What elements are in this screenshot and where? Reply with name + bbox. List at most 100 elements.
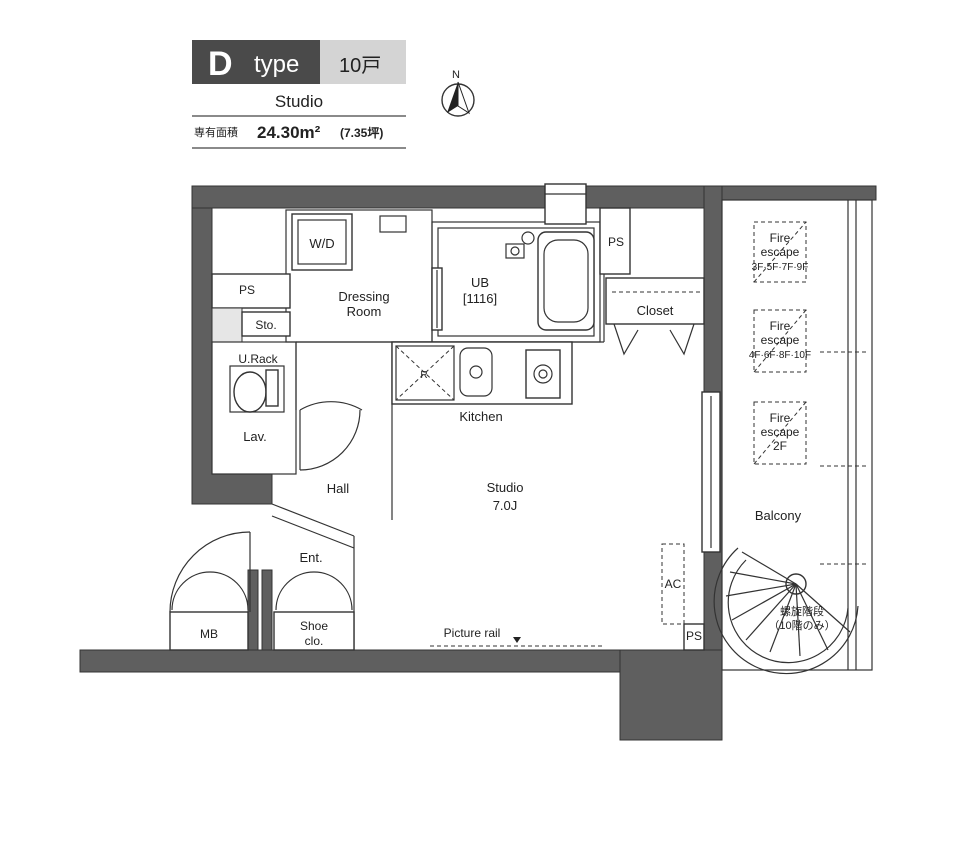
layout-name: Studio	[275, 92, 323, 111]
fridge-label: R	[420, 370, 427, 381]
fridge-cross	[395, 345, 455, 401]
fridge-cross	[395, 345, 455, 401]
closet-label: Closet	[637, 303, 674, 318]
fire-escape-2-label: Fire	[770, 319, 791, 333]
closet-door-right	[669, 323, 695, 356]
unit-count: 10戸	[339, 55, 381, 77]
toilet-rack-zone	[229, 365, 285, 413]
fire-escape-1-label-2: escape	[761, 245, 800, 259]
washer-dryer-box	[291, 213, 353, 271]
studio-size-label: 7.0J	[493, 498, 518, 513]
ps-top-label: PS	[608, 235, 624, 249]
entrance-door-arc	[169, 531, 251, 613]
studio-fixtures	[430, 391, 721, 651]
stair-tread	[745, 583, 797, 641]
ac-label: AC	[665, 577, 682, 591]
picture-rail-marker-icon	[513, 637, 521, 643]
washer-faucet	[379, 215, 407, 233]
balcony	[713, 199, 873, 675]
closet-box	[605, 277, 705, 325]
fridge-space	[395, 345, 455, 401]
fire-escape-hatch-3	[753, 401, 807, 465]
mb-box	[169, 611, 249, 651]
top-wall-left	[191, 185, 546, 209]
entrance-step	[271, 503, 355, 537]
sink-drain	[469, 365, 483, 379]
kitchen	[391, 341, 573, 405]
stair-tread	[725, 583, 797, 597]
area-tsubo: (7.35坪)	[340, 126, 383, 140]
type-letter: D	[208, 45, 233, 83]
north-compass-icon: N	[441, 69, 475, 117]
toilet-bowl	[233, 371, 267, 413]
kitchen-label: Kitchen	[459, 409, 502, 424]
cooktop	[525, 349, 561, 399]
kitchen-sink	[459, 347, 493, 397]
urack-label: U.Rack	[238, 352, 278, 366]
top-wall-right	[585, 185, 723, 209]
stair-tread	[729, 571, 797, 585]
entrance-step-2	[271, 515, 355, 549]
ub-drain	[510, 246, 520, 256]
ps-bottom-box	[683, 623, 705, 651]
mb-door-arc	[171, 571, 211, 611]
type-badge	[192, 40, 320, 84]
bathtub	[537, 231, 595, 331]
bottom-slab	[79, 649, 621, 673]
picture-rail-label: Picture rail	[444, 626, 501, 640]
fire-escape-hatch-2	[753, 309, 807, 373]
fire-escape-3-label: Fire	[770, 411, 791, 425]
top-duct	[544, 183, 587, 225]
ub-size-label: [1116]	[463, 291, 497, 306]
entrance-label: Ent.	[299, 550, 322, 565]
spiral-stair-inner	[727, 559, 849, 664]
stair-tread	[769, 583, 797, 653]
fire-escape-2-label-2: escape	[761, 333, 800, 347]
ps-left-label: PS	[239, 283, 255, 297]
hall-label: Hall	[327, 481, 350, 496]
bottom-right-column	[619, 649, 723, 741]
spiral-stair-icon	[713, 547, 859, 675]
dressing-room-label-2: Room	[347, 304, 382, 319]
unit-header: D type 10戸 Studio 専有面積 24.30m² (7.35坪)	[192, 40, 406, 149]
units-badge	[320, 40, 406, 84]
studio-label: Studio	[487, 480, 524, 495]
stair-tread	[795, 583, 829, 651]
balcony-label: Balcony	[755, 508, 802, 523]
interior-partitions	[211, 183, 705, 650]
stair-tread	[795, 583, 801, 657]
type-word: type	[254, 51, 299, 78]
ps-left-box	[211, 273, 291, 309]
fire-escape-2-floors: 4F·6F·8F·10F	[749, 350, 811, 361]
stove-burner-inner	[538, 369, 548, 379]
lav-door-swing	[299, 409, 361, 471]
washer-dryer-inner	[297, 219, 347, 265]
spiral-stair-note: （10階のみ）	[768, 618, 835, 632]
closet-door-left	[613, 323, 639, 356]
fire-escape-3-label-2: escape	[761, 425, 800, 439]
toilet-tank	[265, 369, 279, 407]
ub-faucet	[521, 231, 535, 245]
compass-label: N	[452, 69, 460, 81]
mb-label: MB	[200, 627, 218, 641]
shoe-closet-label: Shoe	[300, 619, 328, 633]
lav-door-arc	[299, 401, 363, 411]
shoe-closet-label-2: clo.	[305, 634, 324, 648]
stair-tread	[731, 583, 797, 621]
shoe-side-wall	[261, 569, 273, 651]
ps-bottom-label: PS	[686, 629, 702, 643]
fire-escape-1-label: Fire	[770, 231, 791, 245]
spiral-stair-label: 螺旋階段	[780, 604, 824, 618]
storage-box	[241, 311, 291, 337]
stair-tread	[795, 583, 851, 633]
wd-label: W/D	[309, 236, 334, 251]
mb-door-arc	[209, 571, 249, 611]
lav-label: Lav.	[243, 429, 267, 444]
balcony-outline	[721, 199, 873, 671]
stove-burner-icon	[533, 364, 553, 384]
fire-escape-diag	[753, 221, 807, 283]
fire-escape-1-floors: 3F·5F·7F·9F	[752, 262, 809, 273]
dressing-room-label: Dressing	[338, 289, 389, 304]
shoe-closet-box	[273, 611, 355, 651]
